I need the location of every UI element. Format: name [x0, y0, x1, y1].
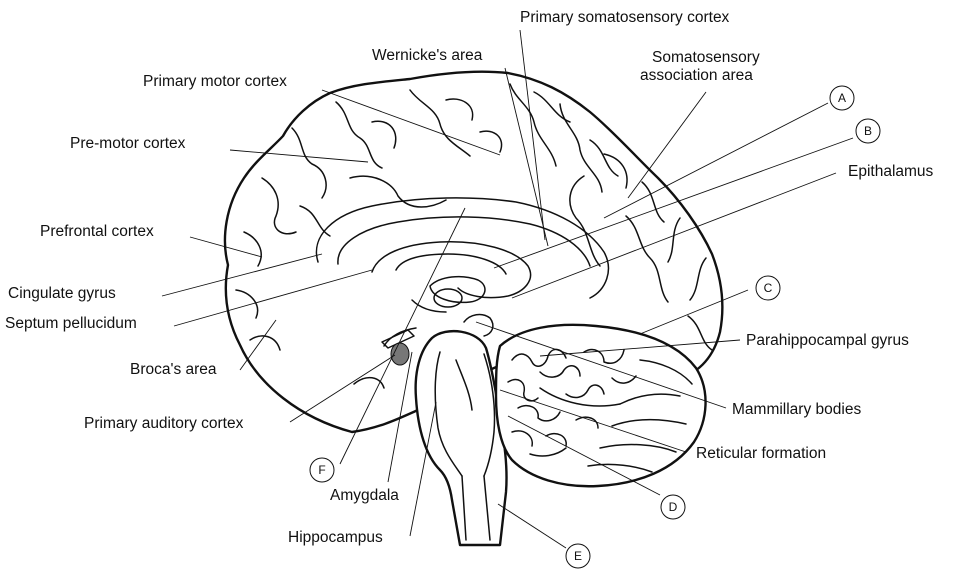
label-mammillary-bodies: Mammillary bodies [732, 401, 861, 418]
label-hippocampus: Hippocampus [288, 529, 383, 546]
marker-a-letter: A [838, 91, 846, 105]
label-prefrontal-cortex: Prefrontal cortex [40, 223, 154, 240]
label-septum-pellucidum: Septum pellucidum [5, 315, 137, 332]
label-somatosensory-association-2: association area [640, 67, 753, 84]
label-pre-motor-cortex: Pre-motor cortex [70, 135, 186, 152]
cerebellum [496, 325, 706, 486]
label-epithalamus: Epithalamus [848, 163, 934, 180]
label-brocas-area: Broca's area [130, 361, 217, 378]
label-primary-auditory-cortex: Primary auditory cortex [84, 415, 244, 432]
label-wernickes-area: Wernicke's area [372, 47, 483, 64]
label-cingulate-gyrus: Cingulate gyrus [8, 285, 116, 302]
marker-f-letter: F [318, 463, 325, 477]
marker-b: B [856, 119, 880, 143]
marker-e: E [566, 544, 590, 568]
marker-e-letter: E [574, 549, 582, 563]
marker-c-letter: C [764, 281, 773, 295]
label-primary-somatosensory-cortex: Primary somatosensory cortex [520, 9, 730, 26]
marker-d: D [661, 495, 685, 519]
label-primary-motor-cortex: Primary motor cortex [143, 73, 287, 90]
marker-f: F [310, 458, 334, 482]
marker-b-letter: B [864, 124, 872, 138]
label-somatosensory-association-1: Somatosensory [652, 49, 760, 66]
marker-c: C [756, 276, 780, 300]
label-parahippocampal-gyrus: Parahippocampal gyrus [746, 332, 909, 349]
label-reticular-formation: Reticular formation [696, 445, 826, 462]
marker-d-letter: D [669, 500, 678, 514]
marker-a: A [830, 86, 854, 110]
label-amygdala: Amygdala [330, 487, 399, 504]
